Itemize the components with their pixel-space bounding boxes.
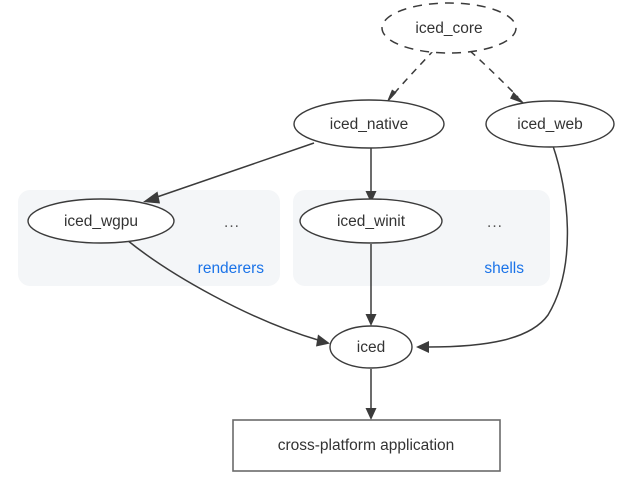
application-label: cross-platform application [278,437,455,454]
edge-iced-winit-to-iced [365,244,377,326]
application-rect [232,419,501,472]
iced-native-ellipse [293,99,445,149]
iced-winit-label: iced_winit [337,213,406,230]
node-iced-web[interactable]: iced_web [485,100,615,148]
iced-web-ellipse [485,100,615,148]
node-application[interactable]: cross-platform application [232,419,501,472]
edge-iced-native-to-iced-wgpu [143,142,315,204]
node-iced[interactable]: iced [329,325,413,369]
node-iced-native[interactable]: iced_native [293,99,445,149]
node-iced-winit[interactable]: iced_winit [299,198,443,244]
iced-label: iced [357,339,385,356]
edge-iced-core-to-iced-web [469,50,525,104]
iced-winit-ellipse [299,198,443,244]
edge-iced-wgpu-to-iced [126,239,330,347]
iced-wgpu-label: iced_wgpu [64,213,138,230]
edge-iced-native-to-iced-winit [365,148,377,203]
iced-core-label: iced_core [415,20,482,37]
cluster-label-renderers: renderers [198,260,265,277]
iced-ellipse [329,325,413,369]
iced-core-ellipse [381,2,517,54]
cluster-label-shells: shells [484,260,524,277]
node-iced-core[interactable]: iced_core [381,2,517,54]
shells-ellipsis-label: ... [487,214,503,231]
renderers-ellipsis-label: ... [224,214,240,231]
iced-wgpu-ellipse [27,198,175,244]
edge-iced-to-application [365,369,377,420]
node-iced-wgpu[interactable]: iced_wgpu [27,198,175,244]
edge-iced-web-to-iced [416,145,569,353]
iced-web-label: iced_web [517,116,583,133]
iced-native-label: iced_native [330,116,408,133]
edge-iced-core-to-iced-native [386,49,435,104]
